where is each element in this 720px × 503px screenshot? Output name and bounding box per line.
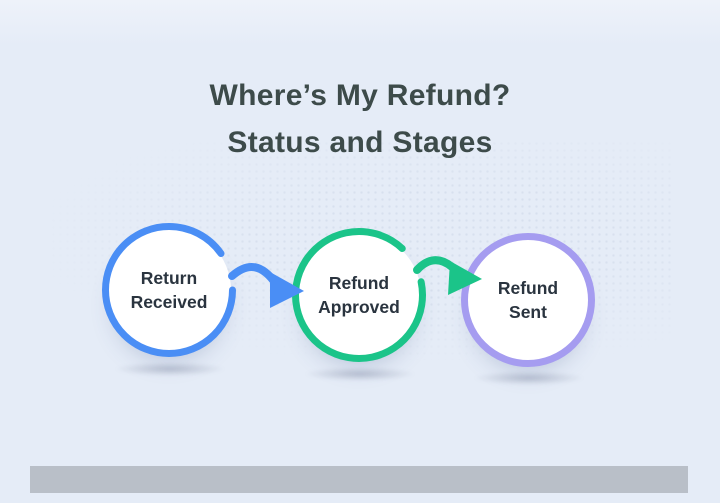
stage-2-ground-shadow — [304, 367, 416, 381]
ring-arc — [461, 233, 595, 367]
footer-bar — [30, 466, 688, 493]
arrow-shaft — [228, 263, 280, 288]
arrow-head — [448, 261, 482, 295]
stage-ring-blue — [102, 223, 236, 357]
stage-refund-sent: Refund Sent — [459, 231, 597, 369]
stage-label-line-2: Received — [130, 292, 208, 312]
ring-arc — [102, 223, 236, 357]
page-title: Where’s My Refund? Status and Stages — [0, 72, 720, 166]
stage-ring-purple — [461, 233, 595, 367]
stage-3-ground-shadow — [473, 371, 585, 385]
stage-1-ground-shadow — [114, 362, 226, 376]
stage-disc — [107, 228, 231, 352]
stage-refund-approved: Refund Approved — [290, 226, 428, 364]
stage-label-line-1: Refund — [328, 273, 390, 293]
stage-ring-green — [292, 228, 426, 362]
ring-arc — [292, 228, 426, 362]
stage-label: Refund Approved — [290, 226, 428, 364]
stage-label: Refund Sent — [459, 231, 597, 369]
stage-disc — [297, 233, 421, 357]
flow-arrow-1 — [228, 263, 304, 308]
stage-return-received: Return Received — [100, 221, 238, 359]
stage-disc — [466, 238, 590, 362]
arrow-shaft — [413, 256, 456, 274]
stage-label-line-1: Return — [140, 268, 198, 288]
stage-label: Return Received — [100, 221, 238, 359]
page-title-line-1: Where’s My Refund? — [209, 79, 511, 112]
arrow-head — [270, 272, 304, 308]
stage-label-line-2: Sent — [509, 302, 547, 322]
page-title-line-2: Status and Stages — [227, 126, 493, 159]
stage-label-line-2: Approved — [318, 297, 400, 317]
stage-label-line-1: Refund — [497, 278, 559, 298]
flow-arrow-2 — [413, 256, 482, 295]
